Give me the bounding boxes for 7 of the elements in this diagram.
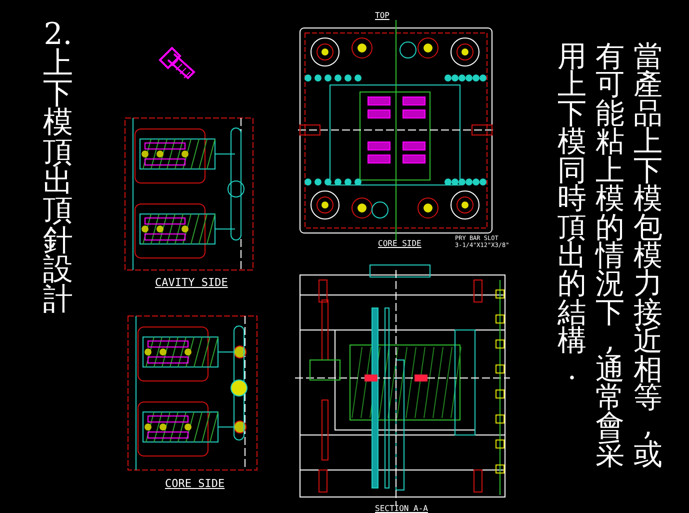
view-label: CORE SIDE bbox=[378, 240, 422, 248]
body-text: 當產品上下模包模力接近相等,或有可能粘上模的情況下,通常會采用上下模同時頂出的結構. bbox=[556, 42, 664, 472]
view-label: CAVITY SIDE bbox=[155, 277, 228, 288]
view-label: SECTION A-A bbox=[375, 505, 428, 513]
title: 2.上下模頂出頂針設計 bbox=[42, 20, 74, 319]
view-label: CORE SIDE bbox=[165, 478, 225, 489]
view-label: TOP bbox=[375, 12, 390, 20]
